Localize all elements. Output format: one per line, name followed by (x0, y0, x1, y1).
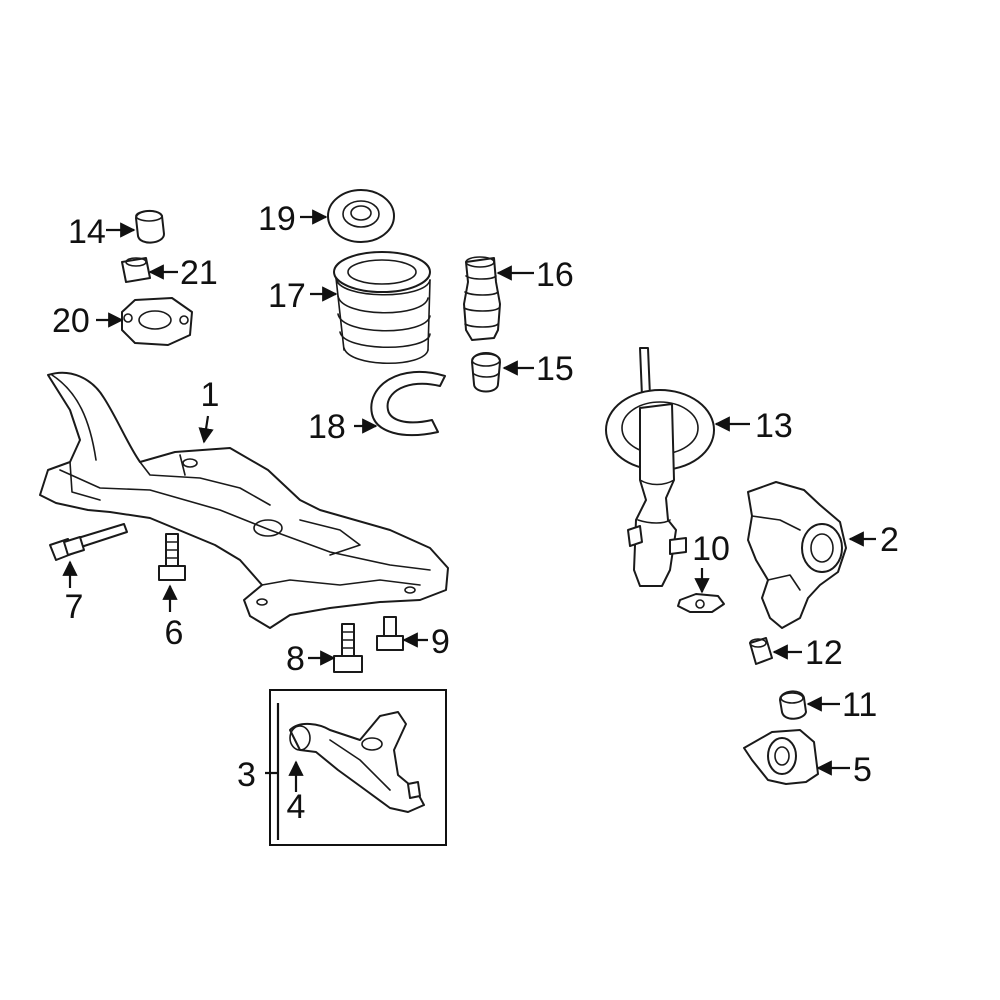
callout-labels: 1 2 3 4 5 6 7 8 9 10 11 12 13 14 15 16 1… (52, 200, 899, 826)
callout-17: 17 (268, 277, 306, 315)
spring-insulator-part[interactable] (370, 370, 446, 437)
coil-spring-part[interactable] (333, 251, 431, 365)
steering-knuckle-part[interactable] (747, 481, 847, 629)
bump-stop-part[interactable] (471, 352, 501, 393)
clip-part[interactable] (677, 593, 725, 613)
bushing-part[interactable] (743, 729, 819, 785)
bolt-9-part[interactable] (376, 616, 404, 651)
callout-6: 6 (165, 614, 184, 652)
jounce-stop-part[interactable] (135, 210, 165, 244)
lower-control-arm-box (269, 689, 447, 846)
dust-boot-part[interactable] (463, 256, 501, 341)
callout-9: 9 (431, 623, 450, 661)
leader-lines (62, 209, 876, 840)
callout-14: 14 (68, 213, 106, 251)
callout-18: 18 (308, 408, 346, 446)
callout-5: 5 (853, 751, 872, 789)
nut-21-part[interactable] (121, 257, 151, 283)
callout-15: 15 (536, 350, 574, 388)
callout-2: 2 (880, 521, 899, 559)
crossmember-part[interactable] (39, 371, 449, 629)
strut-assembly-part[interactable] (605, 347, 715, 587)
callout-16: 16 (536, 256, 574, 294)
nut-12-part[interactable] (749, 637, 773, 665)
bolt-6-part[interactable] (158, 533, 186, 581)
callout-13: 13 (755, 407, 793, 445)
callout-19: 19 (258, 200, 296, 238)
callout-12: 12 (805, 634, 843, 672)
callout-11: 11 (842, 686, 877, 724)
spring-seat-part[interactable] (327, 189, 395, 243)
callout-1: 1 (201, 376, 220, 414)
callout-8: 8 (286, 640, 305, 678)
strut-mount-part[interactable] (121, 297, 193, 346)
callout-7: 7 (65, 588, 84, 626)
callout-4: 4 (287, 788, 306, 826)
lower-control-arm-part[interactable] (289, 711, 425, 813)
callout-3: 3 (237, 756, 256, 794)
bolt-8-part[interactable] (333, 623, 363, 673)
callout-21: 21 (180, 254, 218, 292)
nut-11-part[interactable] (779, 690, 807, 720)
callout-10: 10 (692, 530, 730, 568)
long-bolt-part[interactable] (49, 523, 128, 561)
callout-20: 20 (52, 302, 90, 340)
